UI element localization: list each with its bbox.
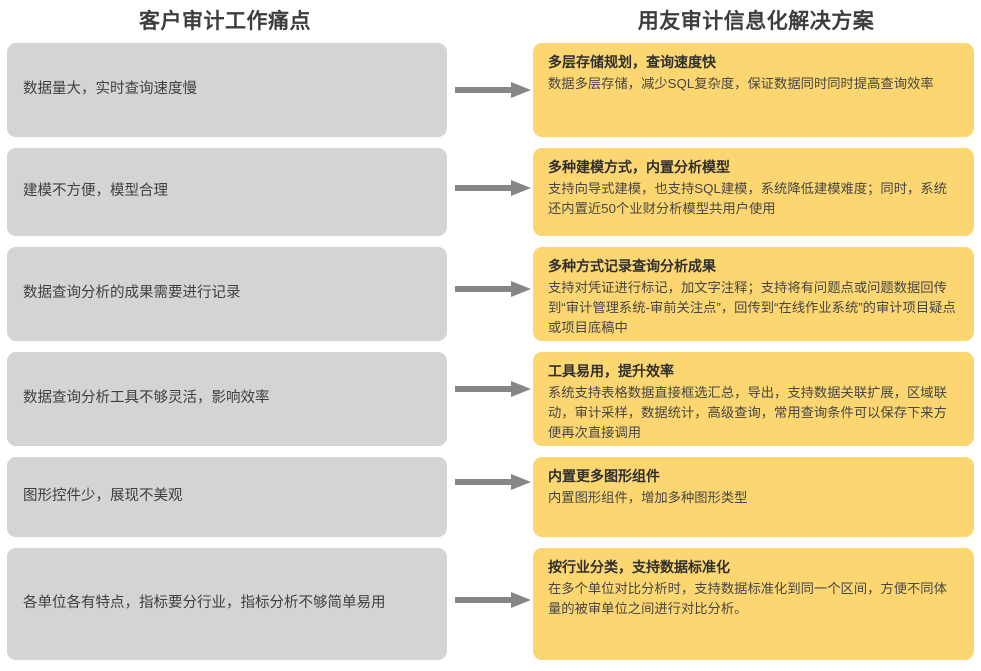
solution-title: 内置更多图形组件: [548, 468, 660, 484]
arrow-shaft: [455, 286, 513, 292]
solution-box[interactable]: 多层存储规划，查询速度快 数据多层存储，减少SQL复杂度，保证数据同时同时提高查…: [533, 43, 974, 137]
solution-title: 多种方式记录查询分析成果: [548, 258, 716, 274]
right-arrow-icon: [455, 592, 533, 608]
arrow-shaft: [455, 87, 513, 93]
solution-description: 系统支持表格数据直接框选汇总，导出，支持数据关联扩展，区域联动，审计采样，数据统…: [548, 385, 947, 441]
arrow-shaft: [455, 597, 513, 603]
solution-box[interactable]: 多种方式记录查询分析成果 支持对凭证进行标记，加文字注释；支持将有问题点或问题数…: [533, 247, 974, 341]
pain-point-text: 数据查询分析的成果需要进行记录: [23, 285, 241, 302]
arrow-head: [511, 592, 531, 608]
pain-point-box[interactable]: 建模不方便，模型合理: [7, 148, 447, 236]
right-arrow-icon: [455, 180, 533, 196]
solution-description: 支持对凭证进行标记，加文字注释；支持将有问题点或问题数据回传到“审计管理系统-审…: [548, 280, 956, 336]
pain-point-box[interactable]: 数据量大，实时查询速度慢: [7, 43, 447, 137]
arrow-head: [511, 82, 531, 98]
right-arrow-icon: [455, 281, 533, 297]
arrow-shaft: [455, 185, 513, 191]
right-arrow-icon: [455, 381, 533, 397]
pain-points-column: 数据量大，实时查询速度慢 建模不方便，模型合理 数据查询分析的成果需要进行记录 …: [7, 43, 447, 671]
solution-title: 多层存储规划，查询速度快: [548, 54, 716, 70]
solution-box[interactable]: 工具易用，提升效率 系统支持表格数据直接框选汇总，导出，支持数据关联扩展，区域联…: [533, 352, 974, 446]
solution-box[interactable]: 按行业分类，支持数据标准化 在多个单位对比分析时，支持数据标准化到同一个区间，方…: [533, 548, 974, 660]
arrow-head: [511, 281, 531, 297]
arrow-head: [511, 180, 531, 196]
pain-point-box[interactable]: 数据查询分析工具不够灵活，影响效率: [7, 352, 447, 446]
solution-box[interactable]: 多种建模方式，内置分析模型 支持向导式建模，也支持SQL建模，系统降低建模难度；…: [533, 148, 974, 236]
pain-point-box[interactable]: 数据查询分析的成果需要进行记录: [7, 247, 447, 341]
pain-point-text: 建模不方便，模型合理: [23, 183, 168, 200]
solution-title: 工具易用，提升效率: [548, 363, 674, 379]
pain-point-box[interactable]: 各单位各有特点，指标要分行业，指标分析不够简单易用: [7, 548, 447, 660]
right-arrow-icon: [455, 474, 533, 490]
solution-description: 数据多层存储，减少SQL复杂度，保证数据同时同时提高查询效率: [548, 76, 934, 91]
solution-description: 支持向导式建模，也支持SQL建模，系统降低建模难度；同时，系统还内置近50个业财…: [548, 181, 947, 217]
pain-point-text: 各单位各有特点，指标要分行业，指标分析不够简单易用: [23, 595, 386, 612]
solution-title: 按行业分类，支持数据标准化: [548, 559, 730, 575]
solution-description: 在多个单位对比分析时，支持数据标准化到同一个区间，方便不同体量的被审单位之间进行…: [548, 581, 947, 617]
pain-point-box[interactable]: 图形控件少，展现不美观: [7, 457, 447, 537]
solution-box[interactable]: 内置更多图形组件 内置图形组件，增加多种图形类型: [533, 457, 974, 537]
arrow-head: [511, 381, 531, 397]
solutions-column: 多层存储规划，查询速度快 数据多层存储，减少SQL复杂度，保证数据同时同时提高查…: [533, 43, 974, 671]
arrow-head: [511, 474, 531, 490]
right-column-title: 用友审计信息化解决方案: [637, 10, 875, 33]
pain-point-text: 数据量大，实时查询速度慢: [23, 81, 197, 98]
left-column-title: 客户审计工作痛点: [139, 10, 311, 33]
arrow-shaft: [455, 479, 513, 485]
solution-description: 内置图形组件，增加多种图形类型: [548, 490, 748, 505]
pain-point-text: 图形控件少，展现不美观: [23, 488, 183, 505]
arrow-shaft: [455, 386, 513, 392]
solution-title: 多种建模方式，内置分析模型: [548, 159, 730, 175]
right-arrow-icon: [455, 82, 533, 98]
pain-point-text: 数据查询分析工具不够灵活，影响效率: [23, 390, 270, 407]
